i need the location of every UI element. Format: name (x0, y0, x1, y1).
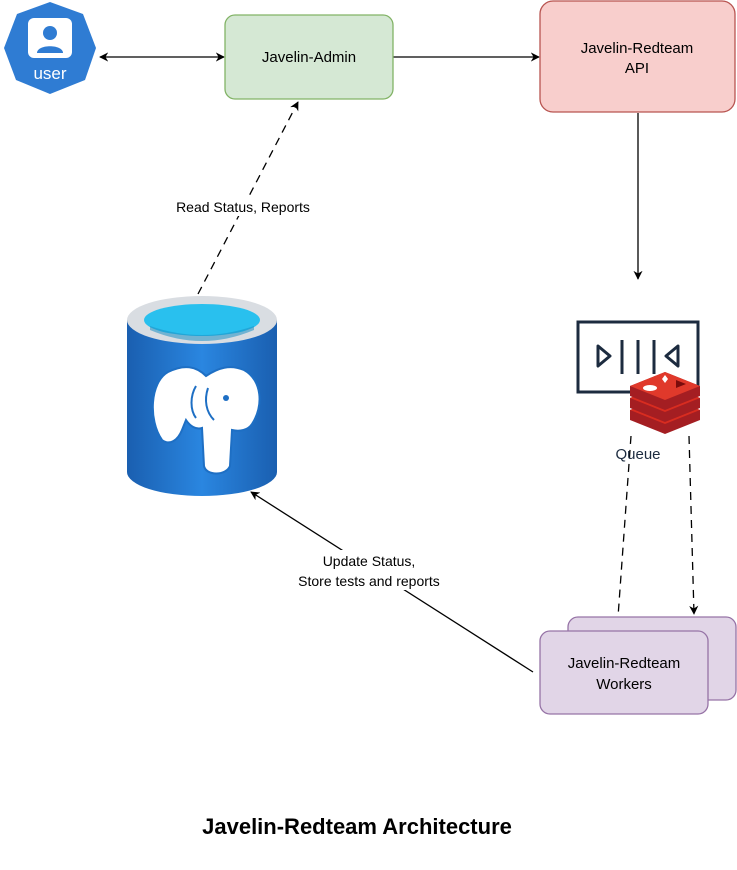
queue-label: Queue (615, 446, 660, 463)
workers-label-line1: Javelin-Redteam (568, 655, 681, 672)
api-label-line2: API (625, 60, 649, 77)
read-status-label: Read Status, Reports (176, 199, 310, 215)
admin-node[interactable]: Javelin-Admin (224, 14, 394, 100)
update-status-label-line2: Store tests and reports (298, 573, 440, 589)
api-label-line1: Javelin-Redteam (581, 40, 694, 57)
redis-icon (630, 372, 700, 434)
user-label: user (33, 64, 66, 83)
admin-label: Javelin-Admin (262, 49, 356, 66)
queue-worker-edge-1 (613, 435, 632, 632)
diagram-title: Javelin-Redteam Architecture (202, 814, 512, 839)
workers-label-line2: Workers (596, 676, 652, 693)
postgres-database[interactable] (127, 296, 277, 496)
postgres-elephant-icon (151, 366, 261, 475)
update-status-label-line1: Update Status, (323, 553, 416, 569)
queue-worker-edge-2 (688, 435, 699, 615)
workers-front-card (539, 630, 709, 715)
user-node[interactable]: user (4, 2, 96, 94)
api-node[interactable]: Javelin-Redteam API (539, 0, 736, 113)
queue-node[interactable]: Queue (576, 320, 700, 463)
user-icon (28, 18, 72, 58)
workers-node[interactable]: Javelin-Redteam Workers (539, 616, 737, 715)
